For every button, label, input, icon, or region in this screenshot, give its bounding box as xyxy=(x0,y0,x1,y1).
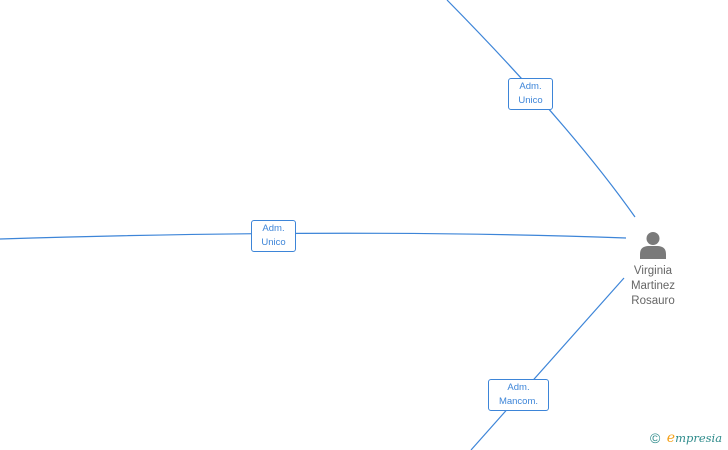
edge-label-adm-unico-top[interactable]: Adm. Unico xyxy=(508,78,553,110)
edge-label-line1: Adm. xyxy=(262,223,285,234)
edge-line-top xyxy=(446,0,636,218)
person-name-line: Rosauro xyxy=(631,295,675,307)
copyright-icon: © xyxy=(650,429,661,446)
edge-label-line1: Adm. xyxy=(507,382,530,393)
edge-label-line2: Mancom. xyxy=(498,396,539,407)
person-name[interactable]: Virginia Martinez Rosauro xyxy=(610,264,696,309)
edge-label-line2: Unico xyxy=(518,95,543,106)
person-name-line: Martinez xyxy=(630,280,676,292)
brand-logo-initial: e xyxy=(666,429,676,446)
edge-label-adm-unico-middle[interactable]: Adm. Unico xyxy=(251,220,296,252)
person-silhouette-icon xyxy=(640,232,666,259)
brand-logo-rest: mpresia xyxy=(675,430,723,445)
brand-logo-text: empresia xyxy=(666,429,723,446)
person-name-line: Virginia xyxy=(633,265,673,277)
person-node[interactable]: Virginia Martinez Rosauro xyxy=(610,230,696,309)
edge-line-middle xyxy=(0,232,627,240)
edge-line-bottom xyxy=(470,277,625,450)
brand-watermark: © empresia xyxy=(650,429,722,447)
edge-label-adm-mancom-bottom[interactable]: Adm. Mancom. xyxy=(488,379,549,411)
edge-label-line2: Unico xyxy=(261,237,286,248)
edge-label-line1: Adm. xyxy=(519,81,542,92)
